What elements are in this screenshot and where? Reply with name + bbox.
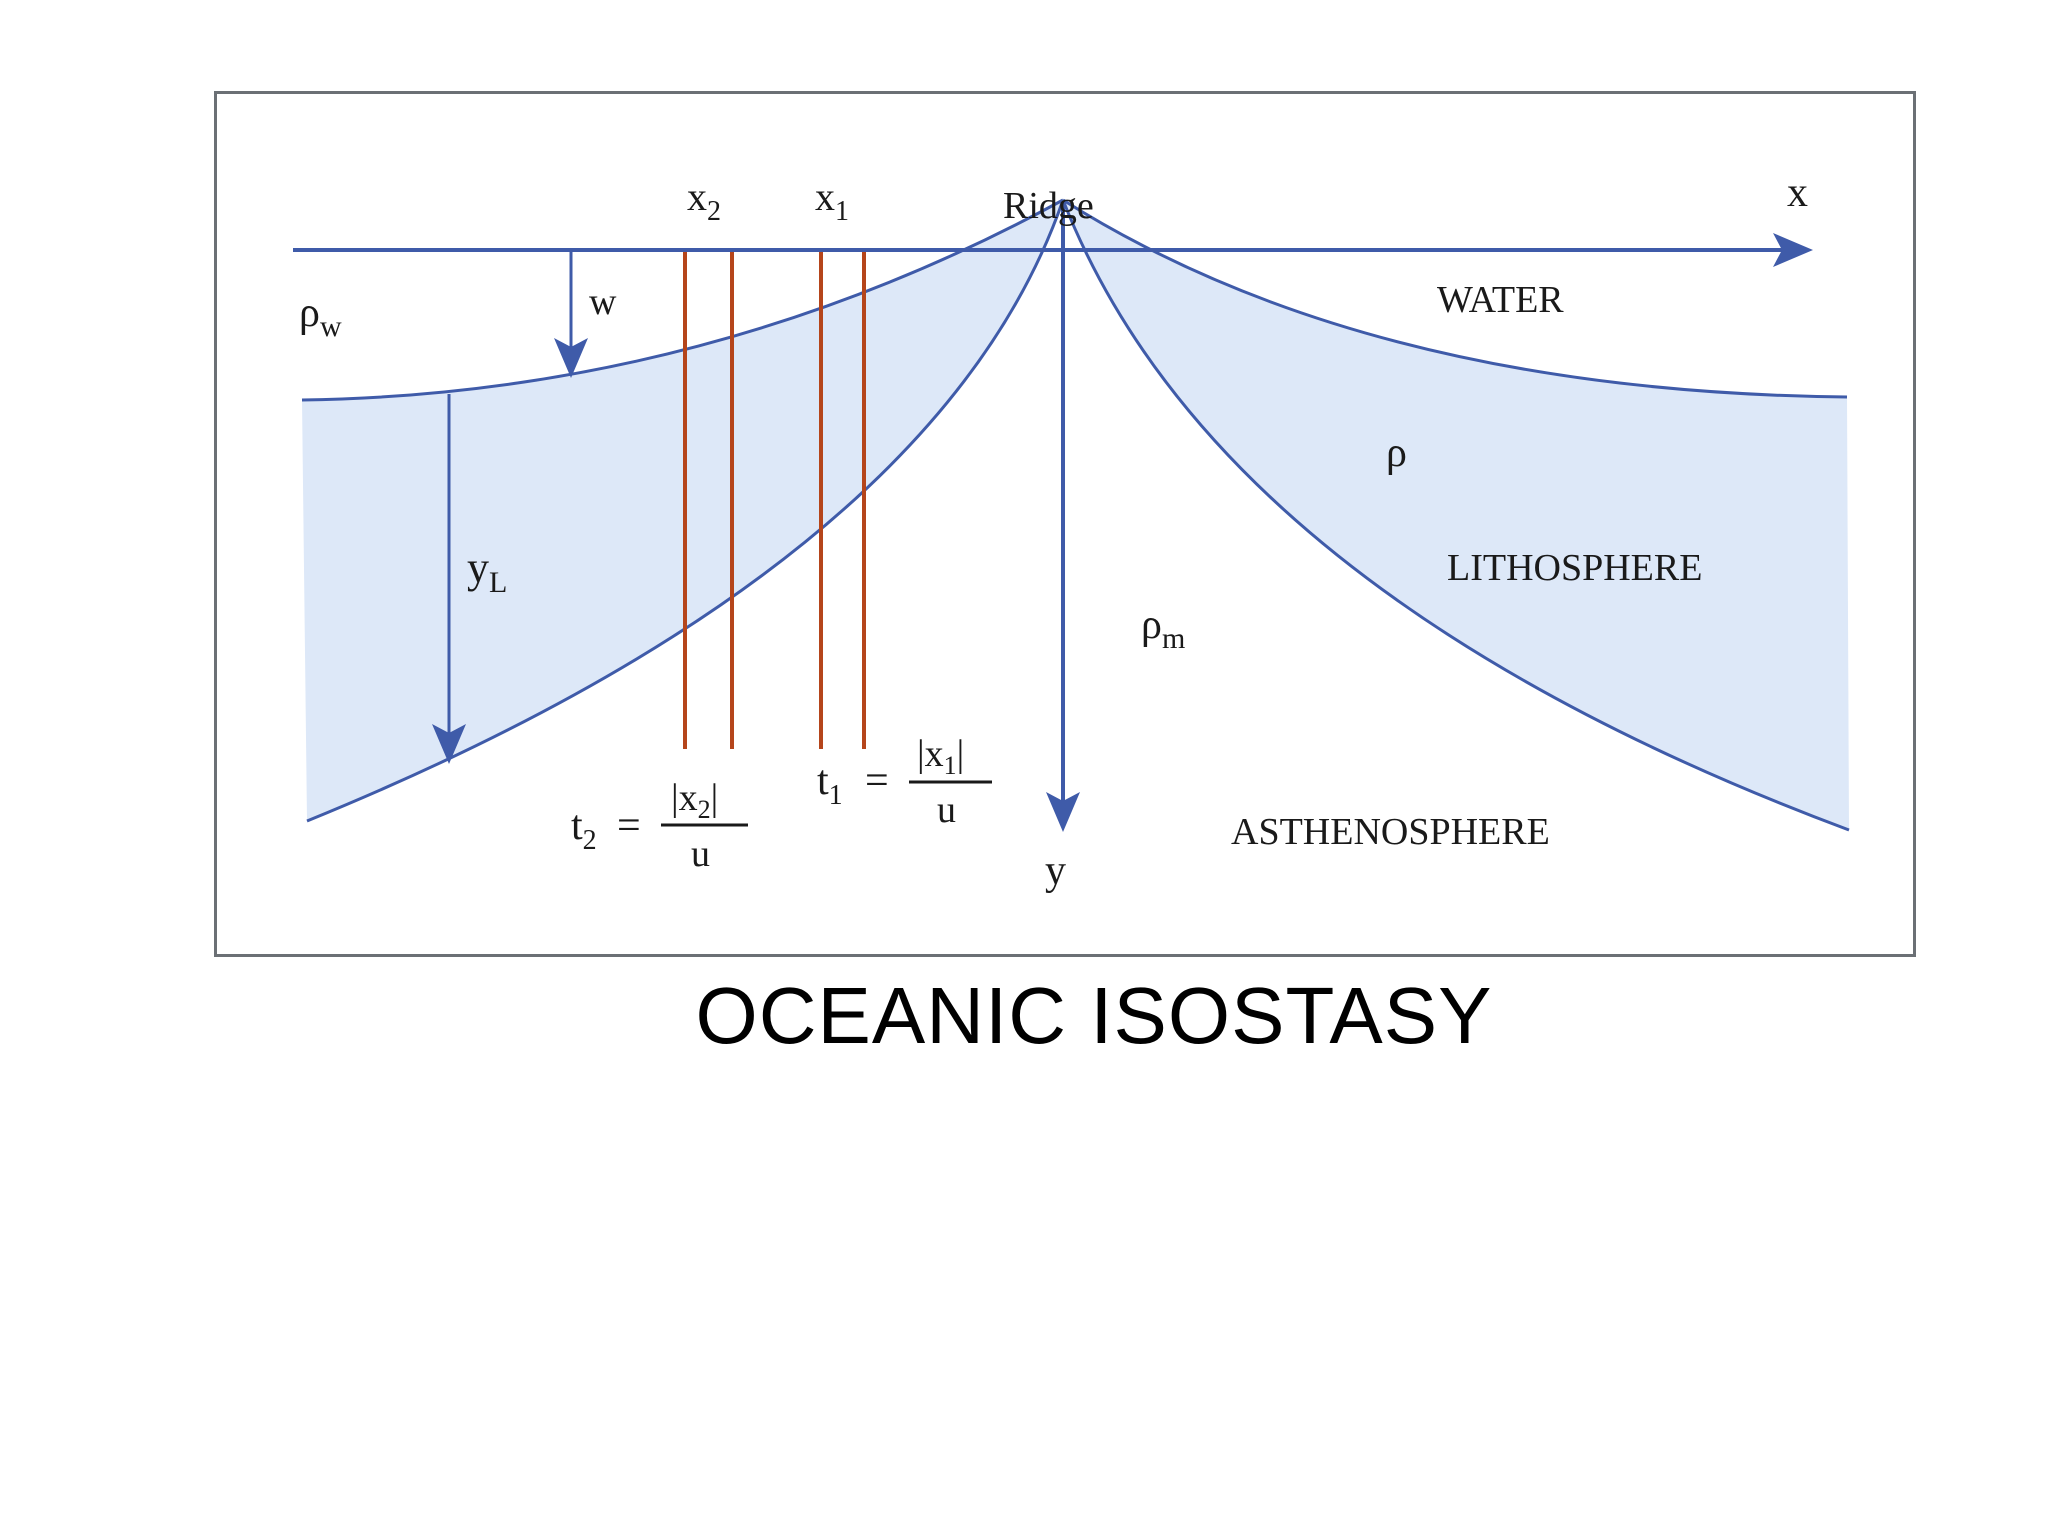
t2-equals: = — [617, 803, 641, 849]
x-axis-label: x — [1787, 170, 1808, 216]
lithosphere-label: LITHOSPHERE — [1447, 547, 1702, 589]
t1-equals: = — [865, 758, 889, 804]
x1-label: x1 — [815, 174, 849, 227]
water-label: WATER — [1437, 279, 1564, 321]
lithosphere-thickness-yL-label: yL — [467, 543, 507, 599]
t1-symbol: t1 — [817, 758, 843, 811]
t2-symbol: t2 — [571, 803, 597, 856]
t2-numerator: |x2| — [671, 777, 718, 824]
ridge-label: Ridge — [1003, 185, 1094, 227]
t1-denominator: u — [937, 789, 956, 831]
oceanic-isostasy-diagram: x2 x1 Ridge x y WATER LITHOSPHERE ASTHEN… — [293, 170, 1850, 894]
t1-numerator: |x1| — [917, 733, 964, 780]
slide-title: OCEANIC ISOSTASY — [695, 971, 1493, 1060]
lithosphere-right-fill — [1063, 200, 1849, 830]
asthenosphere-label: ASTHENOSPHERE — [1231, 811, 1550, 853]
lithosphere-left-fill — [302, 200, 1063, 821]
figure-frame: x2 x1 Ridge x y WATER LITHOSPHERE ASTHEN… — [214, 91, 1916, 957]
lithosphere-base-left-curve — [306, 199, 1065, 823]
y-axis-label: y — [1045, 848, 1066, 894]
x2-label: x2 — [687, 174, 721, 227]
t2-denominator: u — [691, 833, 710, 875]
rho-w-label: ρw — [299, 290, 342, 343]
water-depth-w-label: w — [589, 281, 617, 323]
rho-m-label: ρm — [1141, 602, 1185, 655]
rho-label: ρ — [1386, 430, 1407, 476]
lithosphere-base-right-curve — [1061, 199, 1850, 832]
